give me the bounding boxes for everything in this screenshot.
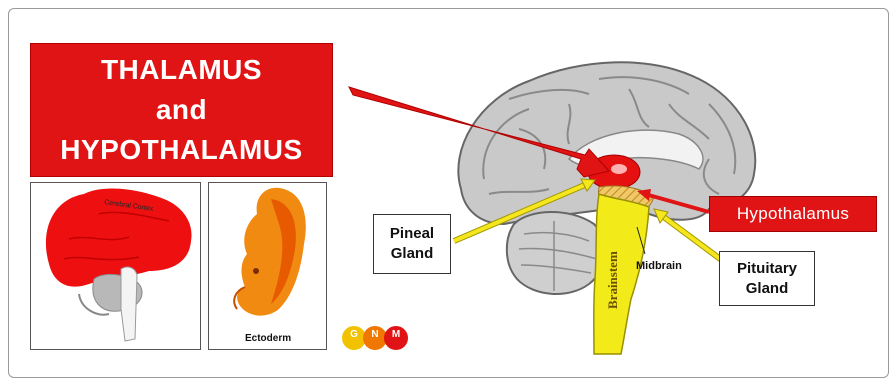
midbrain-label: Midbrain [636,260,682,272]
pineal-label-line-1: Pineal [390,224,434,244]
diagram-frame: THALAMUS and HYPOTHALAMUS Cerebral Corte… [8,8,889,378]
cortex-panel [30,182,201,350]
gnm-logo-letters: G N M [342,329,408,349]
title-line-2: and [31,94,332,126]
ectoderm-label: Ectoderm [245,333,291,344]
logo-letter-g: G [342,329,366,349]
logo-letter-n: N [366,329,384,349]
pituitary-gland-label: Pituitary Gland [719,251,815,306]
title-line-1: THALAMUS [31,54,332,86]
hypothalamus-label: Hypothalamus [709,196,877,232]
ectoderm-panel [208,182,327,350]
pineal-gland-label: Pineal Gland [373,214,451,274]
title-line-3: HYPOTHALAMUS [31,134,332,166]
title-box: THALAMUS and HYPOTHALAMUS [30,43,333,177]
logo-letter-m: M [384,329,408,349]
pineal-label-line-2: Gland [391,244,434,264]
brainstem-label: Brainstem [605,251,621,309]
pituitary-label-line-1: Pituitary [737,259,797,279]
pituitary-label-line-2: Gland [746,279,789,299]
